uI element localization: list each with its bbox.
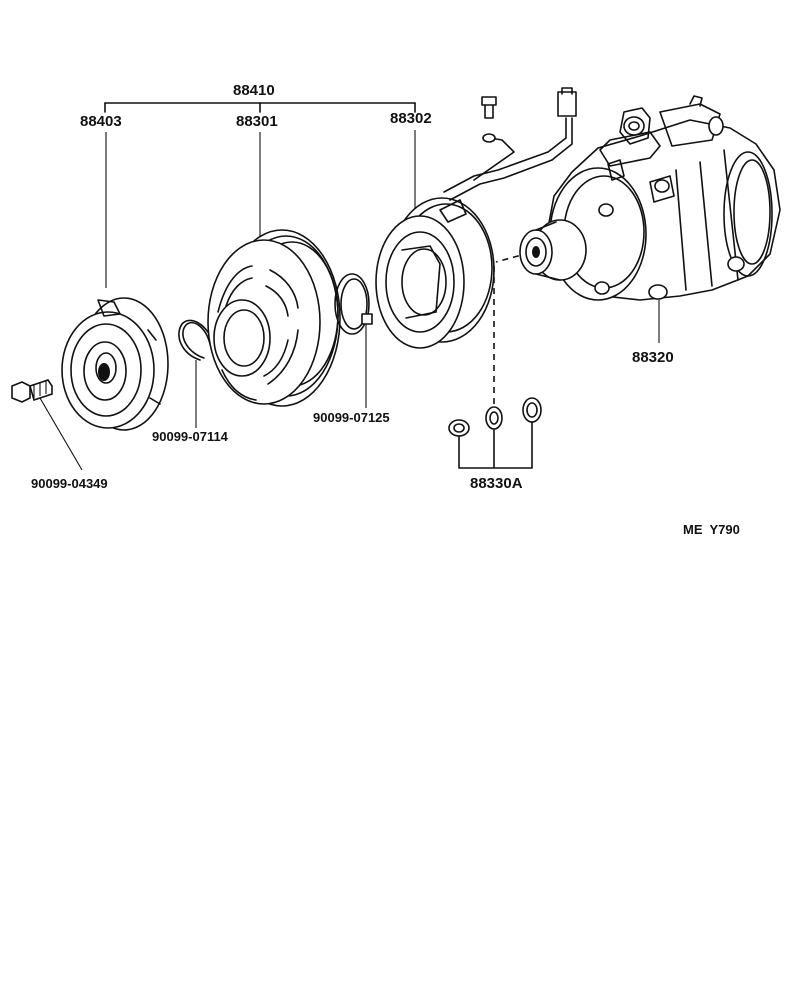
label-90099-04349: 90099-04349	[31, 476, 108, 491]
figure-code: ME Y790	[683, 522, 740, 537]
label-90099-07114: 90099-07114	[152, 429, 228, 444]
leader-lines	[39, 130, 660, 471]
snap-ring-small-part	[178, 319, 213, 361]
label-88301: 88301	[236, 113, 278, 130]
label-88410: 88410	[233, 82, 275, 99]
assembly-bracket	[104, 102, 416, 113]
shaft-axis-line	[493, 249, 541, 410]
label-88320: 88320	[632, 349, 674, 366]
screw-part	[481, 96, 497, 119]
label-88302: 88302	[390, 110, 432, 127]
label-88403: 88403	[80, 113, 122, 130]
pressure-plate-part	[61, 297, 169, 431]
rotor-pulley-part	[207, 229, 341, 407]
label-90099-07125: 90099-07125	[313, 410, 390, 425]
snap-ring-large-part	[334, 273, 373, 335]
shims-part	[448, 397, 542, 469]
label-88330a: 88330A	[470, 475, 523, 492]
stator-coil-part	[375, 87, 577, 349]
compressor-part	[519, 95, 781, 301]
